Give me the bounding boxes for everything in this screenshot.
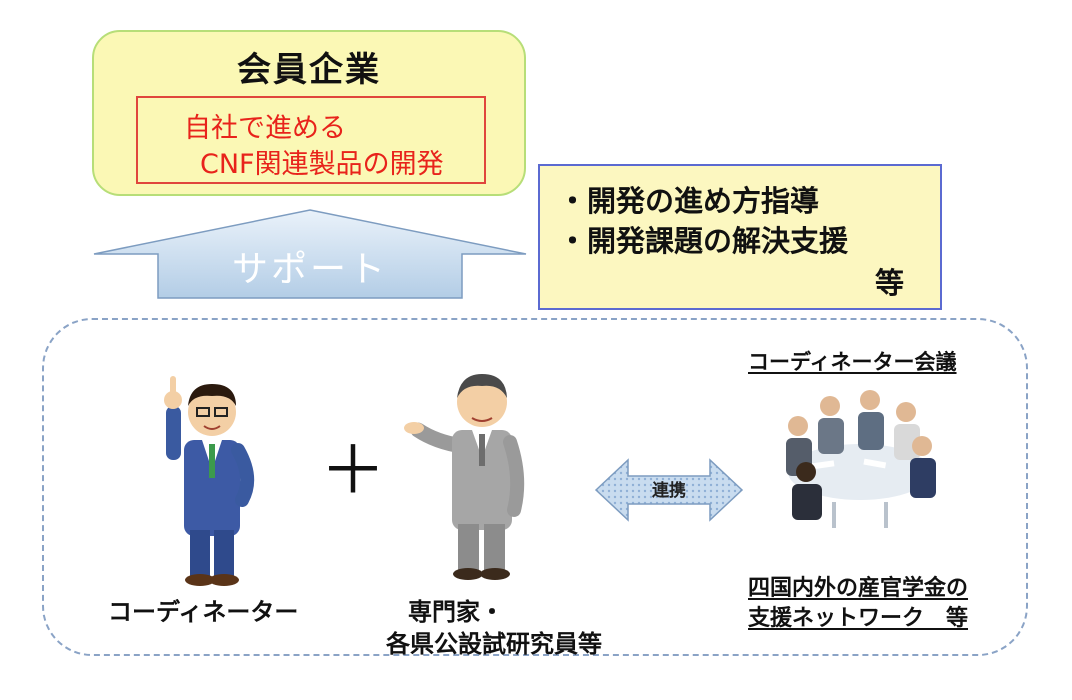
meeting-photo-icon: [786, 390, 936, 528]
support-up-arrow: [93, 209, 527, 299]
development-box: 自社で進める CNF関連製品の開発: [136, 96, 486, 184]
support-item-guidance: ・開発の進め方指導: [558, 184, 820, 218]
network-label-line-2: 支援ネットワーク 等: [748, 606, 969, 631]
coordinator-figure-icon: [164, 376, 255, 586]
expert-figure-icon: [404, 374, 525, 580]
meeting-label: コーディネーター会議: [748, 350, 957, 374]
support-system-container: [42, 318, 1028, 656]
support-arrow-label: サポート: [231, 249, 388, 290]
development-line-2: CNF関連製品の開発: [200, 149, 444, 180]
link-double-arrow: [594, 458, 744, 522]
link-label: 連携: [652, 481, 686, 501]
member-company-title: 会員企業: [237, 50, 381, 90]
member-company-box: 会員企業 自社で進める CNF関連製品の開発: [92, 30, 526, 196]
coordinator-label: コーディネーター: [108, 598, 299, 626]
experts-label-line-2: 各県公設試研究員等: [386, 630, 602, 658]
plus-sign: ＋: [320, 432, 386, 509]
experts-label-line-1: 専門家・: [408, 598, 504, 626]
support-item-etc: 等: [874, 266, 904, 300]
support-content-box: ・開発の進め方指導 ・開発課題の解決支援 等: [538, 164, 942, 310]
network-label-line-1: 四国内外の産官学金の: [748, 576, 969, 601]
development-line-1: 自社で進める: [184, 113, 346, 144]
support-item-problem-solving: ・開発課題の解決支援: [558, 224, 849, 258]
